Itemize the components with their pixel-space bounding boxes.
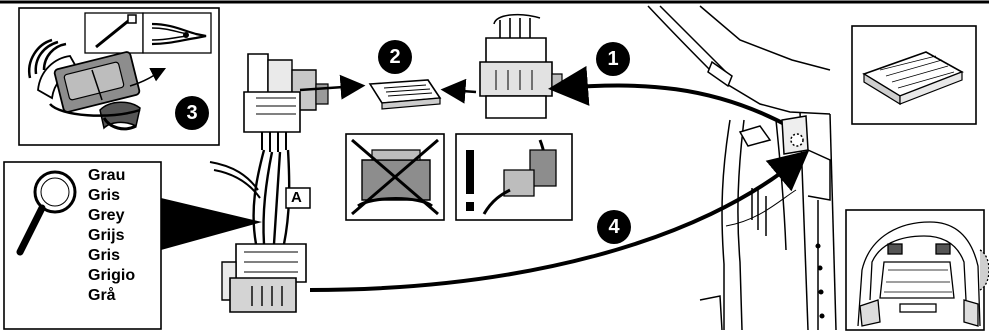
color-word: Grijs bbox=[88, 227, 125, 244]
step-badge-3: 3 bbox=[175, 96, 209, 130]
arrow-to-pad-right bbox=[440, 78, 477, 104]
color-word: Grey bbox=[88, 207, 125, 224]
harness-bundle-drawing bbox=[27, 38, 167, 131]
connector-upper-left bbox=[243, 53, 329, 152]
foam-pad-icon bbox=[368, 79, 442, 110]
foam-pad-panel bbox=[851, 25, 977, 125]
step-badge-1: 1 bbox=[596, 42, 630, 76]
color-identification-panel bbox=[3, 161, 262, 330]
magnifier-icon bbox=[16, 170, 77, 256]
color-word: Grau bbox=[88, 167, 126, 184]
color-word: Grå bbox=[88, 287, 116, 304]
label-a-box bbox=[285, 187, 311, 209]
vehicle-rear-drawing bbox=[647, 5, 837, 331]
step-badge-2: 2 bbox=[378, 40, 412, 74]
step3-panel bbox=[18, 7, 220, 146]
prohibited-panel bbox=[345, 133, 445, 221]
step-badge-4: 4 bbox=[597, 210, 631, 244]
warning-exclamation-icon bbox=[466, 150, 474, 211]
arrow-to-pad-left bbox=[299, 74, 366, 100]
label-a: A bbox=[291, 189, 302, 206]
cable-tie-icon bbox=[95, 14, 137, 49]
connector-bottom bbox=[221, 243, 307, 313]
arrow-step1 bbox=[548, 65, 793, 130]
color-word: Gris bbox=[88, 187, 121, 204]
connector-center bbox=[479, 13, 563, 119]
pliers-icon bbox=[151, 22, 207, 46]
color-word: Grigio bbox=[88, 267, 136, 284]
warning-panel bbox=[455, 133, 573, 221]
color-word: Gris bbox=[88, 247, 121, 264]
vehicle-overview-panel bbox=[845, 209, 989, 331]
arrow-step4 bbox=[309, 150, 810, 292]
prohibited-cross-icon bbox=[351, 138, 439, 216]
color-word-list: Grau Gris Grey Grijs Gris Grigio Grå bbox=[88, 166, 135, 306]
harness-wires bbox=[209, 149, 291, 245]
